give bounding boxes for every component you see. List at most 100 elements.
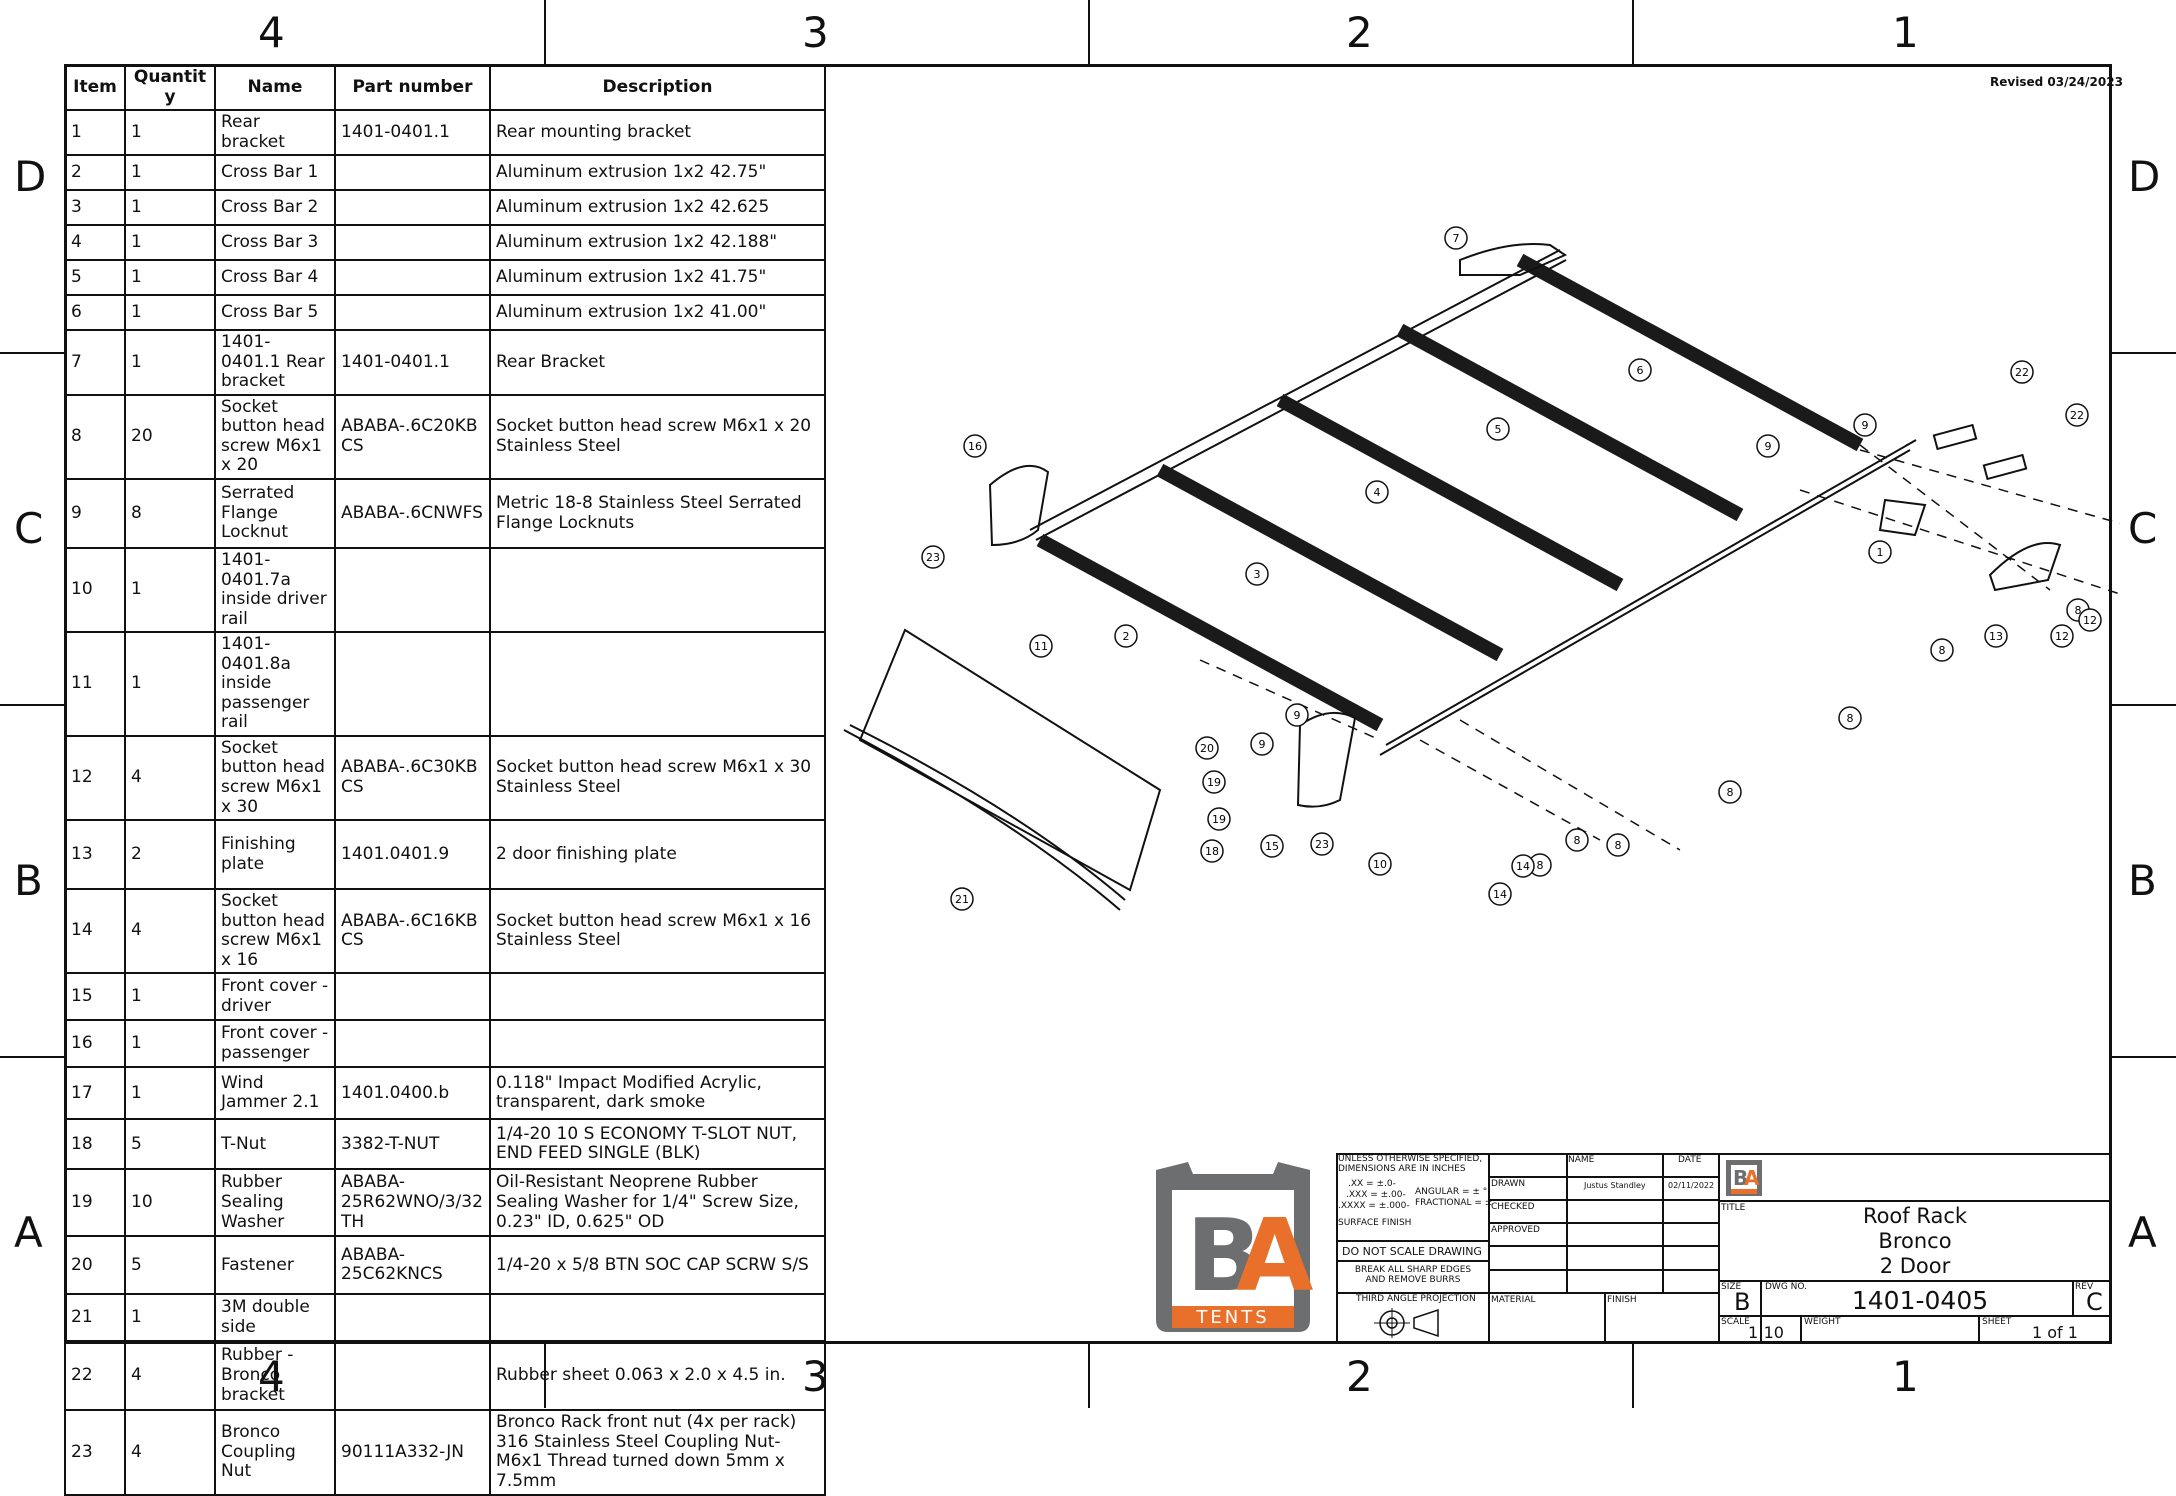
double-side-tape-edge xyxy=(843,729,1121,911)
balloon-circle xyxy=(1565,828,1589,852)
sheet-label: SHEET xyxy=(1982,1317,2012,1327)
drawing-number: 1401-0405 xyxy=(1851,1286,1989,1315)
bom-cell-item: 18 xyxy=(64,1118,126,1171)
zone-left-C: C xyxy=(14,504,44,553)
tb-divider xyxy=(1718,1153,1720,1344)
bom-cell-description: Oil-Resistant Neoprene Rubber Sealing Wa… xyxy=(489,1168,826,1238)
balloon-circle xyxy=(1260,834,1284,858)
balloon-label: 8 xyxy=(1537,859,1544,872)
item-balloon: 12 xyxy=(2050,624,2074,648)
item-balloon: 16 xyxy=(963,434,987,458)
bom-cell-item: 23 xyxy=(64,1409,126,1496)
item-balloon: 2 xyxy=(1114,624,1138,648)
balloon-label: 2 xyxy=(1123,630,1130,643)
balloon-label: 1 xyxy=(1877,546,1884,559)
balloon-label: 19 xyxy=(1212,813,1226,826)
tb-divider xyxy=(1718,1200,2112,1202)
balloon-circle xyxy=(1029,634,1053,658)
bom-cell-name: Socket button head screw M6x1 x 30 xyxy=(214,734,336,822)
bom-cell-item: 7 xyxy=(64,329,126,396)
bom-cell-part-number: 1401.0400.b xyxy=(334,1066,491,1121)
balloon-label: 12 xyxy=(2055,630,2069,643)
bom-cell-name: 1401-0401.1 Rear bracket xyxy=(214,329,336,396)
bom-cell-quantity: 1 xyxy=(124,972,216,1022)
bom-cell-part-number xyxy=(334,547,491,634)
balloon-circle xyxy=(1310,832,1334,856)
bom-cell-item: 14 xyxy=(64,888,126,975)
drawn-date: 02/11/2022 xyxy=(1668,1181,1715,1190)
bom-cell-description xyxy=(489,972,826,1022)
fastener-axis xyxy=(1859,444,2051,591)
bom-cell-description: Metric 18-8 Stainless Steel Serrated Fla… xyxy=(489,478,826,550)
bom-cell-description: Rear Bracket xyxy=(489,329,826,396)
bom-cell-quantity: 4 xyxy=(124,1340,216,1412)
svg-text:A: A xyxy=(1744,1166,1760,1190)
zone-divider xyxy=(2112,704,2176,706)
bom-cell-name: Cross Bar 3 xyxy=(214,224,336,262)
bom-cell-part-number: ABABA-25R62WNO/3/32TH xyxy=(334,1168,491,1238)
balloon-label: 8 xyxy=(2075,604,2082,617)
bom-cell-part-number: 90111A332-JN xyxy=(334,1409,491,1496)
balloon-label: 20 xyxy=(1200,742,1214,755)
double-side-tape xyxy=(849,724,1126,901)
balloon-label: 8 xyxy=(1615,839,1622,852)
balloon-label: 9 xyxy=(1259,738,1266,751)
surface-finish-label: SURFACE FINISH xyxy=(1338,1218,1412,1228)
zone-right-A: A xyxy=(2128,1208,2157,1257)
zone-divider xyxy=(544,0,546,64)
bom-cell-name: Finishing plate xyxy=(214,819,336,891)
zone-divider xyxy=(1632,1344,1634,1408)
weight-label: WEIGHT xyxy=(1804,1317,1841,1327)
tb-divider xyxy=(1488,1245,1718,1247)
bom-header-part-number: Part number xyxy=(334,63,491,112)
bom-cell-quantity: 1 xyxy=(124,547,216,634)
break-edges-note: BREAK ALL SHARP EDGES AND REMOVE BURRS xyxy=(1354,1265,1472,1285)
bom-cell-name: Socket button head screw M6x1 x 16 xyxy=(214,888,336,975)
bom-cell-description: 1/4-20 x 5/8 BTN SOC CAP SCRW S/S xyxy=(489,1235,826,1296)
bom-cell-quantity: 1 xyxy=(124,189,216,227)
ba-tents-logo: B A TENTS xyxy=(1156,1162,1313,1332)
item-balloon: 6 xyxy=(1628,358,1652,382)
bom-cell-item: 6 xyxy=(64,294,126,332)
bom-cell-item: 4 xyxy=(64,224,126,262)
balloon-circle xyxy=(1250,732,1274,756)
tb-divider xyxy=(1336,1260,1488,1262)
rubber-pad xyxy=(1932,423,1978,451)
bom-cell-name: Front cover - driver xyxy=(214,972,336,1022)
item-balloon: 19 xyxy=(1202,770,1226,794)
bom-cell-quantity: 1 xyxy=(124,294,216,332)
bom-cell-description xyxy=(489,631,826,737)
bom-cell-description: Socket button head screw M6x1 x 30 Stain… xyxy=(489,734,826,822)
bom-cell-name: 1401-0401.8a inside passenger rail xyxy=(214,631,336,737)
item-balloon: 14 xyxy=(1488,882,1512,906)
bom-cell-item: 20 xyxy=(64,1235,126,1296)
tb-divider xyxy=(1604,1293,1606,1344)
tb-divider xyxy=(1336,1240,1488,1242)
balloon-circle xyxy=(1606,833,1630,857)
bom-cell-quantity: 1 xyxy=(124,1019,216,1069)
balloon-label: 9 xyxy=(1862,419,1869,432)
bom-cell-item: 1 xyxy=(64,109,126,157)
fastener-axis xyxy=(1859,449,2120,525)
sheet-value: 1 of 1 xyxy=(2032,1323,2078,1342)
bom-cell-quantity: 1 xyxy=(124,329,216,396)
balloon-label: 19 xyxy=(1207,776,1221,789)
bom-cell-part-number xyxy=(334,972,491,1022)
balloon-label: 14 xyxy=(1493,888,1507,901)
bom-cell-name: Fastener xyxy=(214,1235,336,1296)
checked-label: CHECKED xyxy=(1491,1202,1535,1212)
balloon-circle xyxy=(1838,706,1862,730)
zone-top-3: 3 xyxy=(802,8,829,57)
balloon-label: 3 xyxy=(1254,568,1261,581)
zone-right-C: C xyxy=(2128,504,2158,553)
bom-cell-description: 0.118" Impact Modified Acrylic, transpar… xyxy=(489,1066,826,1121)
bom-cell-quantity: 1 xyxy=(124,1066,216,1121)
bom-cell-quantity: 5 xyxy=(124,1235,216,1296)
balloon-circle xyxy=(1444,226,1468,250)
item-balloon: 20 xyxy=(1195,736,1219,760)
item-balloon: 5 xyxy=(1486,417,1510,441)
